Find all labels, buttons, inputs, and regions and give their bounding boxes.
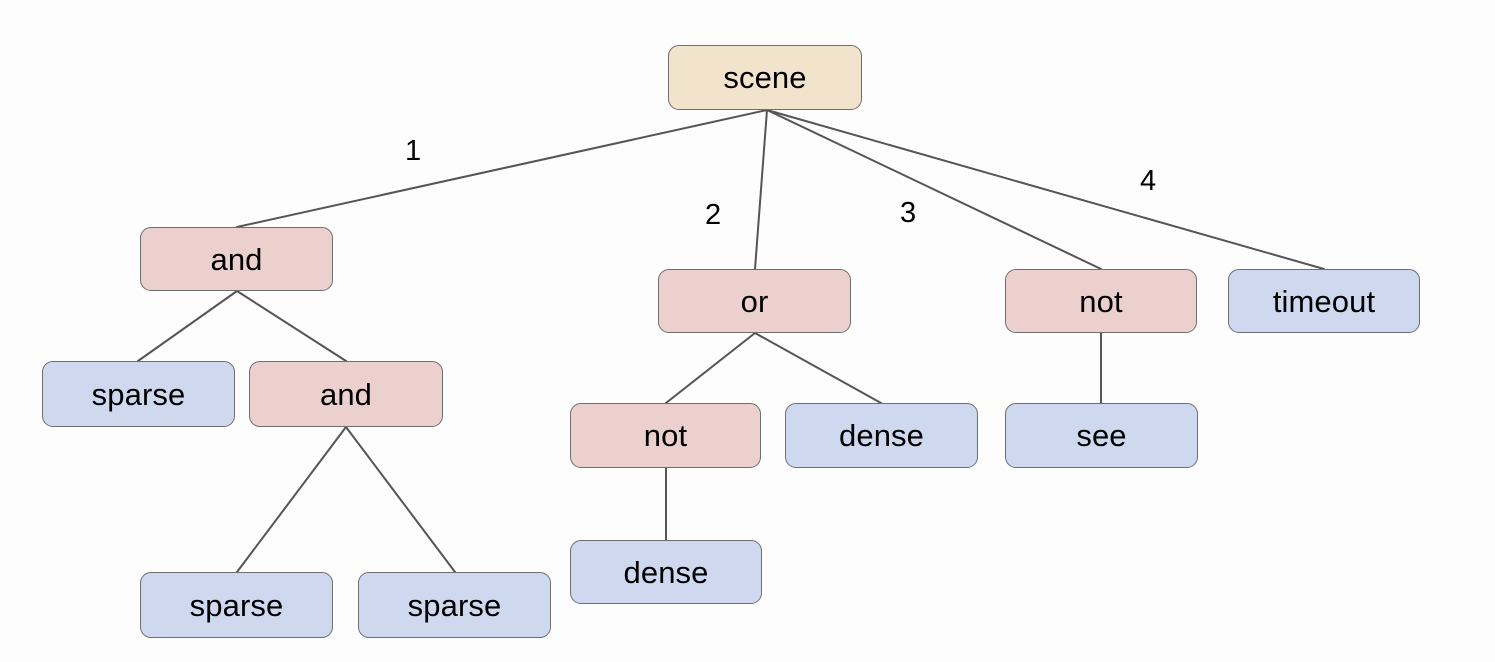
tree-node-label: dense — [623, 554, 709, 590]
tree-node-sparse2[interactable]: sparse — [140, 572, 333, 638]
tree-node-label: sparse — [189, 587, 284, 623]
tree-node-label: and — [319, 376, 373, 412]
tree-edge-and2-to-sparse3 — [345, 426, 456, 573]
tree-node-label: sparse — [407, 587, 502, 623]
tree-node-not1[interactable]: not — [1005, 269, 1197, 333]
tree-node-label: scene — [723, 60, 807, 95]
edge-index-label-2: 2 — [705, 199, 722, 231]
edge-index-label-3: 3 — [900, 197, 917, 229]
tree-node-label: or — [740, 283, 769, 319]
tree-node-or1[interactable]: or — [658, 269, 851, 333]
tree-node-label: and — [210, 241, 263, 277]
tree-node-timeout1[interactable]: timeout — [1228, 269, 1420, 333]
tree-node-label: not — [1079, 283, 1123, 319]
edge-index-label-4: 4 — [1140, 165, 1157, 197]
tree-edge-scene-to-or1 — [754, 109, 768, 270]
tree-node-dense2[interactable]: dense — [570, 540, 762, 604]
tree-edge-and1-to-and2 — [236, 290, 347, 362]
tree-node-dense1[interactable]: dense — [785, 403, 978, 468]
tree-node-label: sparse — [91, 376, 186, 412]
tree-edge-scene-to-not1 — [766, 109, 1102, 270]
tree-edge-or1-to-not2 — [665, 332, 756, 404]
tree-node-sparse3[interactable]: sparse — [358, 572, 551, 638]
tree-edge-and2-to-sparse2 — [236, 426, 347, 573]
tree-edge-and1-to-sparse1 — [137, 290, 238, 362]
tree-node-label: timeout — [1272, 283, 1376, 319]
edge-index-label-1: 1 — [405, 135, 422, 167]
tree-node-and2[interactable]: and — [249, 361, 443, 427]
tree-node-label: see — [1076, 418, 1127, 453]
tree-node-label: dense — [839, 418, 924, 453]
tree-node-sparse1[interactable]: sparse — [42, 361, 235, 427]
tree-node-scene[interactable]: scene — [668, 45, 862, 110]
tree-node-see1[interactable]: see — [1005, 403, 1198, 468]
tree-node-and1[interactable]: and — [140, 227, 333, 291]
tree-node-label: not — [643, 418, 688, 453]
tree-node-not2[interactable]: not — [570, 403, 761, 468]
tree-edge-or1-to-dense1 — [754, 332, 882, 404]
tree-edge-scene-to-and1 — [236, 109, 768, 228]
tree-edge-scene-to-timeout1 — [766, 109, 1325, 270]
